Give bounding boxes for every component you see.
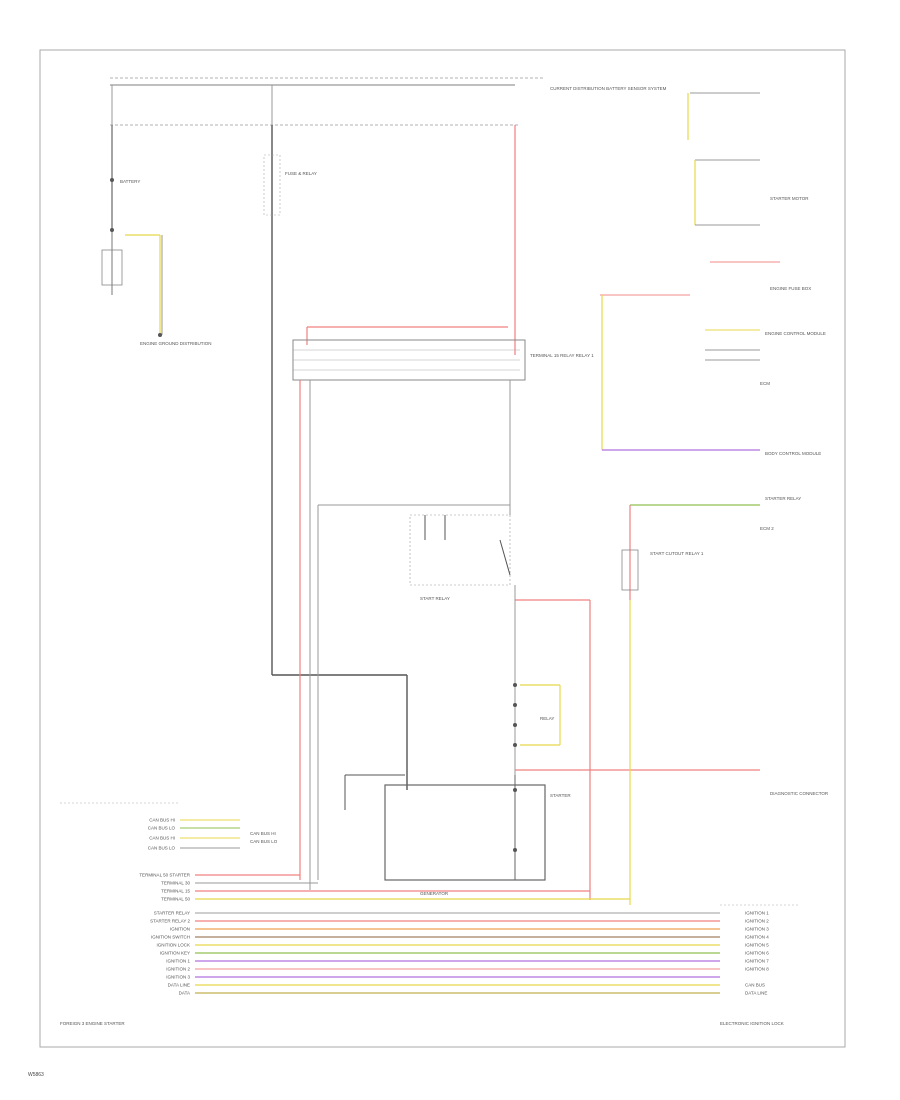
label-fuse-relay: FUSE & RELAY [285, 171, 317, 176]
battery-branch [101, 125, 163, 337]
top-bus [110, 77, 545, 126]
left-harness-label: CAN BUS LO [148, 846, 176, 851]
left-harness-label: IGNITION 3 [166, 975, 190, 980]
left-harness-label: CAN BUS HI [149, 836, 175, 841]
left-harness-label: TERMINAL 50 [161, 897, 190, 902]
left-harness-label: IGNITION LOCK [156, 943, 190, 948]
right-label-column: IGNITION 1 IGNITION 2 IGNITION 3 IGNITION 4… [745, 911, 769, 996]
diagram-frame [39, 49, 846, 1048]
footer-right: ELECTRONIC IGNITION LOCK [720, 1021, 784, 1026]
right-harness-label: IGNITION 4 [745, 935, 769, 940]
label-diagnostic: DIAGNOSTIC CONNECTOR [770, 791, 829, 796]
starter-box [344, 769, 760, 881]
black-wire [263, 125, 408, 790]
page-id: W5863 [28, 1072, 44, 1078]
right-harness-label: IGNITION 1 [745, 911, 769, 916]
left-harness-label: IGNITION SWITCH [151, 935, 190, 940]
left-harness-label: IGNITION 2 [166, 967, 190, 972]
left-harness-label: TERMINAL 50 STARTER [139, 873, 190, 878]
label-starter: STARTER [550, 793, 571, 798]
right-harness-label: IGNITION 8 [745, 967, 769, 972]
label-current-distribution: CURRENT DISTRIBUTION BATTERY SENSOR SYST… [550, 86, 667, 91]
footer-left: FOREIGN 3 ENGINE STARTER [60, 1021, 125, 1026]
bottom-harness [195, 874, 800, 994]
label-body-control: BODY CONTROL MODULE [765, 451, 821, 456]
left-harness-label: CAN BUS HI [149, 818, 175, 823]
label-engine-control: ENGINE CONTROL MODULE [765, 331, 826, 336]
label-ecm-2: ECM 2 [760, 526, 774, 531]
label-starter-relay: STARTER RELAY [765, 496, 801, 501]
start-relay [409, 514, 511, 586]
label-can-hi: CAN BUS HI [250, 831, 276, 836]
right-harness-label: IGNITION 5 [745, 943, 769, 948]
left-harness-label: IGNITION KEY [160, 951, 190, 956]
red-right-wires [514, 585, 591, 900]
right-harness-label: DATA LINE [745, 991, 767, 996]
left-harness-label: TERMINAL 30 [161, 881, 190, 886]
label-starter-motor: STARTER MOTOR [770, 196, 809, 201]
right-harness-label: IGNITION 2 [745, 919, 769, 924]
label-can-lo: CAN BUS LO [250, 839, 278, 844]
right-harness-label: IGNITION 6 [745, 951, 769, 956]
right-harness-label: IGNITION 7 [745, 959, 769, 964]
right-harness-label: CAN BUS [745, 983, 765, 988]
left-harness-label: IGNITION [170, 927, 190, 932]
red-main-wire [306, 125, 516, 355]
left-harness-label: TERMINAL 15 [161, 889, 190, 894]
label-terminal: TERMINAL 15 RELAY RELAY 1 [530, 353, 594, 358]
label-generator: GENERATOR [420, 891, 449, 896]
label-start-cutout: START CUTOUT RELAY 1 [650, 551, 704, 556]
can-bus-block [60, 802, 240, 849]
right-wires [600, 92, 780, 905]
left-label-column: CAN BUS HI CAN BUS LO CAN BUS HI CAN BUS LO… [139, 818, 190, 996]
label-ecm: ECM [760, 381, 770, 386]
left-harness-label: IGNITION 1 [166, 959, 190, 964]
label-start-relay: START RELAY [420, 596, 450, 601]
label-battery: BATTERY [120, 179, 140, 184]
left-harness-label: STARTER RELAY [154, 911, 190, 916]
relay-output-wires [299, 380, 511, 890]
terminal-relay-block [292, 339, 526, 381]
left-harness-label: DATA LINE [168, 983, 190, 988]
left-harness-label: DATA [179, 991, 190, 996]
yellow-loop [513, 683, 561, 747]
label-engine-fuse-box: ENGINE FUSE BOX [770, 286, 811, 291]
left-harness-label: CAN BUS LO [148, 826, 176, 831]
left-harness-label: STARTER RELAY 2 [150, 919, 190, 924]
label-ground-distribution: ENGINE GROUND DISTRIBUTION [140, 341, 212, 346]
label-relay: RELAY [540, 716, 554, 721]
right-harness-label: IGNITION 3 [745, 927, 769, 932]
